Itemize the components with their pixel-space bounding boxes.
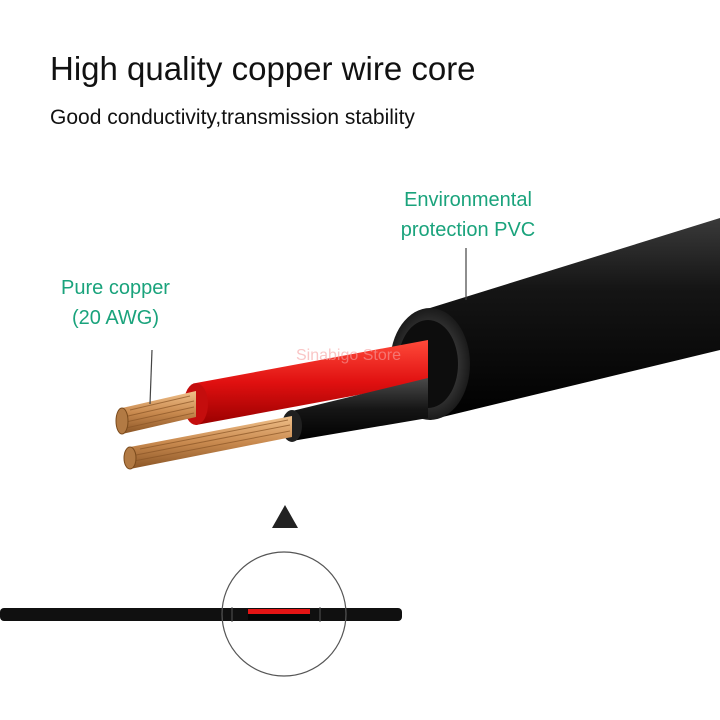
magnifier-circle — [221, 551, 347, 677]
subtitle: Good conductivity,transmission stability — [50, 106, 415, 129]
core-callout-line1: Pure copper — [61, 277, 170, 299]
jacket-callout-line1: Environmental — [404, 189, 532, 211]
red-conductor — [115, 340, 428, 435]
core-leader-line — [149, 349, 153, 405]
red-core-band — [248, 609, 310, 614]
watermark: Sinabigo Store — [296, 347, 401, 364]
black-conductor — [123, 378, 428, 470]
page-title: High quality copper wire core — [50, 50, 476, 87]
core-callout-line2: (20 AWG) — [71, 307, 160, 329]
core-callout: Pure copper (20 AWG) — [48, 273, 183, 333]
red-copper-strands — [122, 391, 196, 434]
pvc-jacket — [390, 218, 720, 420]
jacket-callout: Environmental protection PVC — [388, 185, 548, 245]
cable-side-view — [0, 607, 402, 622]
black-copper-strands — [130, 416, 292, 469]
jacket-callout-line2: protection PVC — [400, 219, 536, 241]
triangle-up-icon — [272, 505, 298, 528]
